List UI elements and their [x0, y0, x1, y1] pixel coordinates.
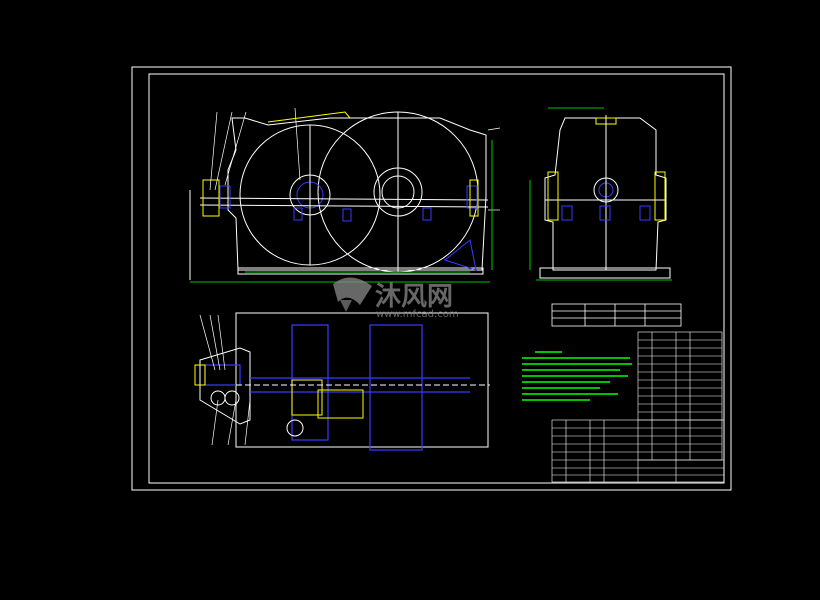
- drawing-frame: [131, 66, 732, 491]
- technical-requirements-notes: [522, 351, 632, 401]
- side-view: [539, 115, 671, 279]
- mf-logo-icon: [333, 277, 372, 312]
- watermark-url: www.mfcad.com: [376, 309, 459, 320]
- parameter-table: [551, 303, 682, 327]
- top-view-leaders: [199, 314, 251, 446]
- watermark: 沐风网 www.mfcad.com: [333, 277, 459, 320]
- title-block: [551, 419, 725, 483]
- front-view-leaders: [209, 107, 501, 211]
- front-view: [189, 111, 489, 280]
- side-view-dimensions: [529, 107, 672, 281]
- watermark-brand: 沐风网: [375, 282, 453, 312]
- parts-list-table: [637, 331, 723, 461]
- top-view: [194, 312, 490, 451]
